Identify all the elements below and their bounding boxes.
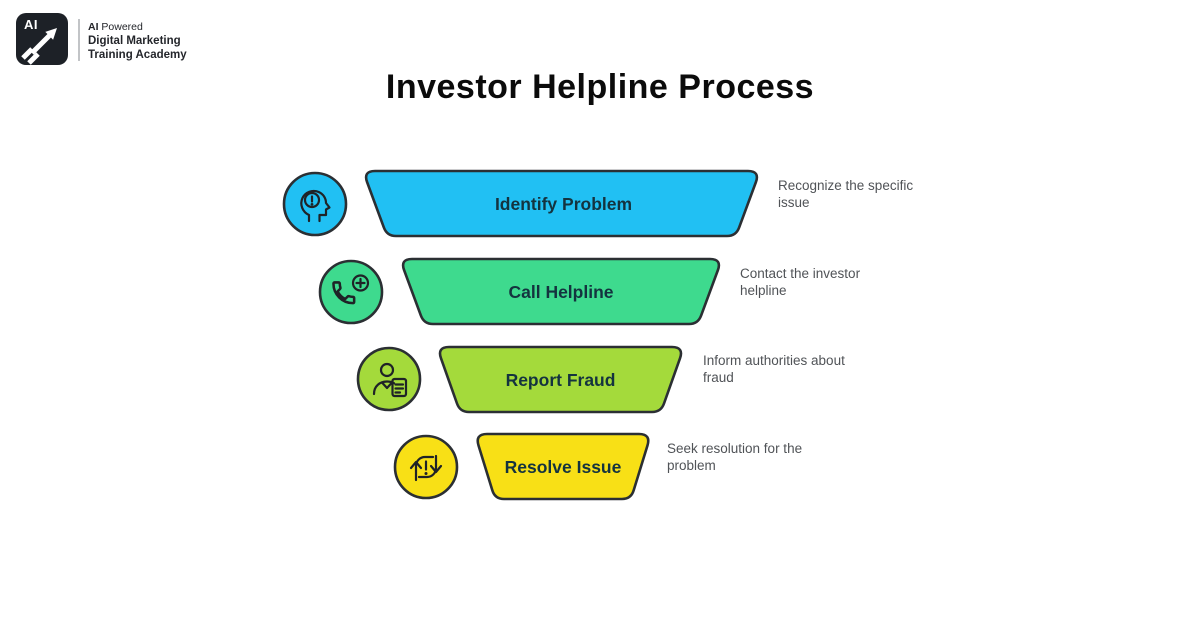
- funnel-stage-resolve-issue: [476, 432, 650, 501]
- funnel-stage-report-fraud: [438, 345, 683, 414]
- brand-logo: AI: [16, 13, 68, 65]
- head-alert-icon: [282, 171, 348, 237]
- sync-alert-icon: [393, 434, 459, 500]
- logo-ai-text: AI: [24, 17, 38, 32]
- brand-name: AI Powered Digital Marketing Training Ac…: [88, 21, 187, 62]
- brand-line2: Digital Marketing: [88, 35, 181, 47]
- brand-line3: Training Academy: [88, 49, 187, 61]
- growth-arrow-icon: [21, 28, 57, 65]
- page-title: Investor Helpline Process: [385, 68, 815, 106]
- brand-tagline: AI Powered: [88, 21, 143, 33]
- person-report-icon: [356, 346, 422, 412]
- brand-divider: [78, 19, 80, 61]
- stage-3-description: Inform authorities about fraud: [703, 353, 845, 385]
- stage-2-description: Contact the investor helpline: [740, 266, 861, 298]
- stage-4-description: Seek resolution for the problem: [667, 441, 803, 473]
- stage-1-description: Recognize the specific issue: [778, 178, 914, 210]
- funnel-stage-identify-problem: [364, 169, 759, 238]
- funnel-stage-call-helpline: [401, 257, 721, 326]
- phone-plus-icon: [318, 259, 384, 325]
